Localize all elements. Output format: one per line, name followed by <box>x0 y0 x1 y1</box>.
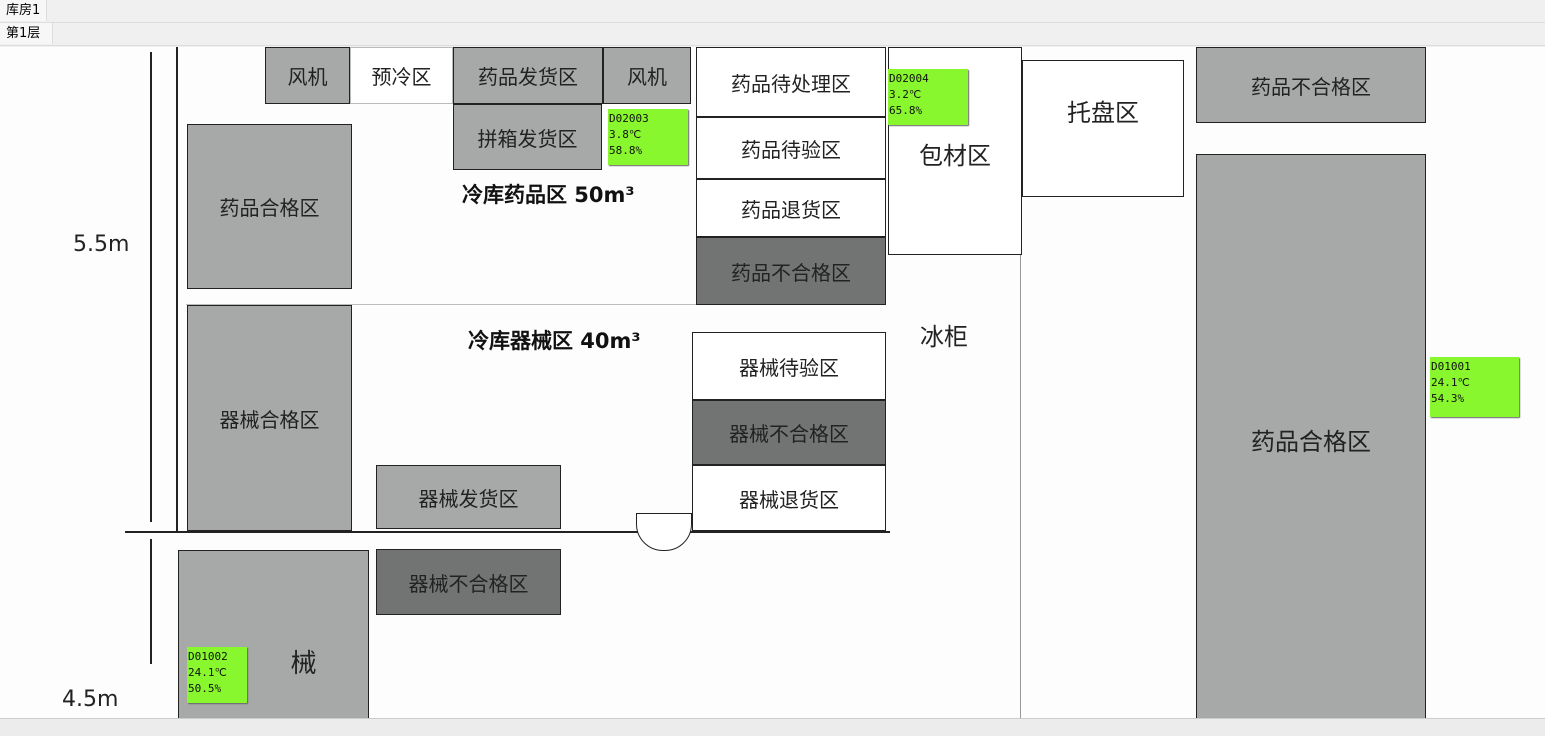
wall <box>1020 47 1021 718</box>
zone-drug-unqualified-right[interactable]: 药品不合格区 <box>1196 47 1426 123</box>
sensor-tag-d02003[interactable]: D02003 3.8℃ 58.8% <box>608 109 688 165</box>
zone-device-unqualified-bottom[interactable]: 器械不合格区 <box>376 549 561 615</box>
zone-combo-ship[interactable]: 拼箱发货区 <box>453 104 602 170</box>
tab-warehouse-1[interactable]: 库房1 <box>0 0 48 21</box>
zone-device-ship[interactable]: 器械发货区 <box>376 465 561 529</box>
floor-tabbar: 第1层 <box>0 23 1545 46</box>
horizontal-scrollbar[interactable] <box>0 718 1545 736</box>
cold-device-area-label: 冷库器械区 40m³ <box>468 329 641 353</box>
sensor-humidity: 54.3% <box>1431 392 1465 405</box>
warehouse-tabbar: 库房1 <box>0 0 1545 23</box>
sensor-tag-d02004[interactable]: D02004 3.2℃ 65.8% <box>888 69 968 125</box>
sensor-temperature: 3.8℃ <box>609 128 642 141</box>
dimension-top: 5.5m <box>73 232 130 257</box>
sensor-humidity: 65.8% <box>889 104 923 117</box>
sensor-id: D01001 <box>1431 360 1471 373</box>
sensor-temperature: 3.2℃ <box>889 88 922 101</box>
zone-pallet[interactable]: 托盘区 <box>1022 60 1184 197</box>
zone-freezer[interactable]: 冰柜 <box>920 323 968 351</box>
dimension-arrow <box>150 52 152 522</box>
tab-floor-1[interactable]: 第1层 <box>0 23 54 44</box>
sensor-id: D01002 <box>188 650 228 663</box>
sensor-humidity: 50.5% <box>188 682 222 695</box>
sensor-temperature: 24.1℃ <box>1431 376 1470 389</box>
zone-device-unqualified[interactable]: 器械不合格区 <box>692 400 886 465</box>
cold-drug-area-label: 冷库药品区 50m³ <box>462 183 635 207</box>
zone-device-qualified[interactable]: 器械合格区 <box>187 305 352 531</box>
zone-drug-pending[interactable]: 药品待处理区 <box>696 47 886 117</box>
zone-device-return[interactable]: 器械退货区 <box>692 465 886 531</box>
sensor-tag-d01002[interactable]: D01002 24.1℃ 50.5% <box>187 647 247 703</box>
floor-plan: 5.5m 4.5m 冷库药品区 50m³ 冷库器械区 40m³ 风机 预冷区 药… <box>0 47 1545 718</box>
zone-device-inspect[interactable]: 器械待验区 <box>692 332 886 400</box>
dimension-arrow <box>150 539 152 664</box>
sensor-tag-d01001[interactable]: D01001 24.1℃ 54.3% <box>1430 357 1519 417</box>
zone-drug-ship[interactable]: 药品发货区 <box>453 47 603 104</box>
zone-drug-inspect[interactable]: 药品待验区 <box>696 117 886 179</box>
zone-fan-2[interactable]: 风机 <box>603 47 691 104</box>
zone-drug-qualified-right[interactable]: 药品合格区 <box>1196 154 1426 718</box>
zone-drug-unqualified-mid[interactable]: 药品不合格区 <box>696 237 886 305</box>
zone-drug-qualified-left[interactable]: 药品合格区 <box>187 124 352 289</box>
zone-fan-1[interactable]: 风机 <box>265 47 350 104</box>
sensor-humidity: 58.8% <box>609 144 643 157</box>
zone-precool[interactable]: 预冷区 <box>350 47 453 104</box>
zone-drug-return[interactable]: 药品退货区 <box>696 179 886 237</box>
wall <box>125 531 890 533</box>
wall <box>176 47 178 531</box>
sensor-id: D02003 <box>609 112 649 125</box>
dimension-bottom: 4.5m <box>62 687 119 712</box>
divider <box>186 304 886 305</box>
sensor-id: D02004 <box>889 72 929 85</box>
sensor-temperature: 24.1℃ <box>188 666 227 679</box>
door <box>636 513 692 551</box>
